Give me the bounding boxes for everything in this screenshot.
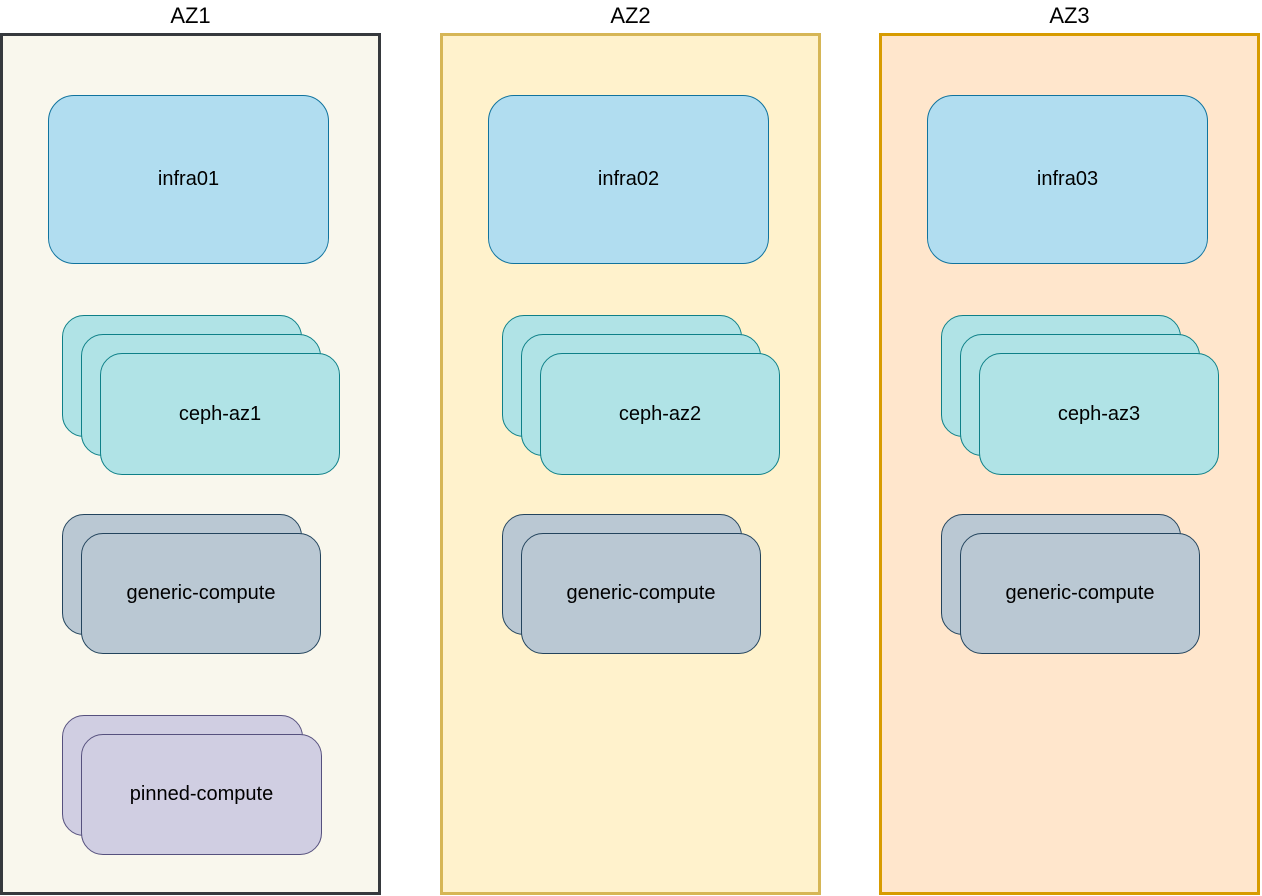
node-infra01: infra01	[48, 95, 329, 264]
zone-title-az1: AZ1	[170, 3, 211, 28]
node-stack-ceph-az1: ceph-az1	[62, 315, 340, 475]
stack-layer-front: generic-compute	[81, 533, 321, 654]
node-label: infra02	[597, 168, 660, 190]
node-label: generic-compute	[1005, 582, 1155, 604]
node-stack-generic-compute: generic-compute	[62, 514, 321, 655]
node-label: pinned-compute	[129, 783, 274, 805]
node-stack-ceph-az2: ceph-az2	[502, 315, 780, 475]
node-label: ceph-az1	[178, 402, 262, 425]
zone-az2: infra02 ceph-az2 generic-compute	[440, 33, 821, 895]
node-stack-ceph-az3: ceph-az3	[941, 315, 1219, 475]
stack-layer-front: ceph-az3	[979, 353, 1219, 475]
node-stack-pinned-compute: pinned-compute	[62, 715, 323, 856]
node-label: ceph-az3	[1057, 402, 1141, 425]
node-label: infra01	[157, 168, 220, 190]
node-label: generic-compute	[126, 582, 276, 604]
zone-az1: infra01 ceph-az1 generic-compute pinned-…	[0, 33, 381, 895]
stack-layer-front: ceph-az1	[100, 353, 340, 475]
stack-layer-front: generic-compute	[521, 533, 761, 654]
node-label: infra03	[1036, 168, 1099, 190]
stack-layer-front: ceph-az2	[540, 353, 780, 475]
zone-title-az3: AZ3	[1049, 3, 1090, 28]
stack-layer-front: generic-compute	[960, 533, 1200, 654]
node-stack-generic-compute: generic-compute	[502, 514, 761, 655]
node-stack-generic-compute: generic-compute	[941, 514, 1200, 655]
stack-layer-front: pinned-compute	[81, 734, 322, 855]
node-label: ceph-az2	[618, 402, 702, 425]
node-infra03: infra03	[927, 95, 1208, 264]
zone-title-az2: AZ2	[610, 3, 651, 28]
node-label: generic-compute	[566, 582, 716, 604]
node-infra02: infra02	[488, 95, 769, 264]
zone-az3: infra03 ceph-az3 generic-compute	[879, 33, 1260, 895]
